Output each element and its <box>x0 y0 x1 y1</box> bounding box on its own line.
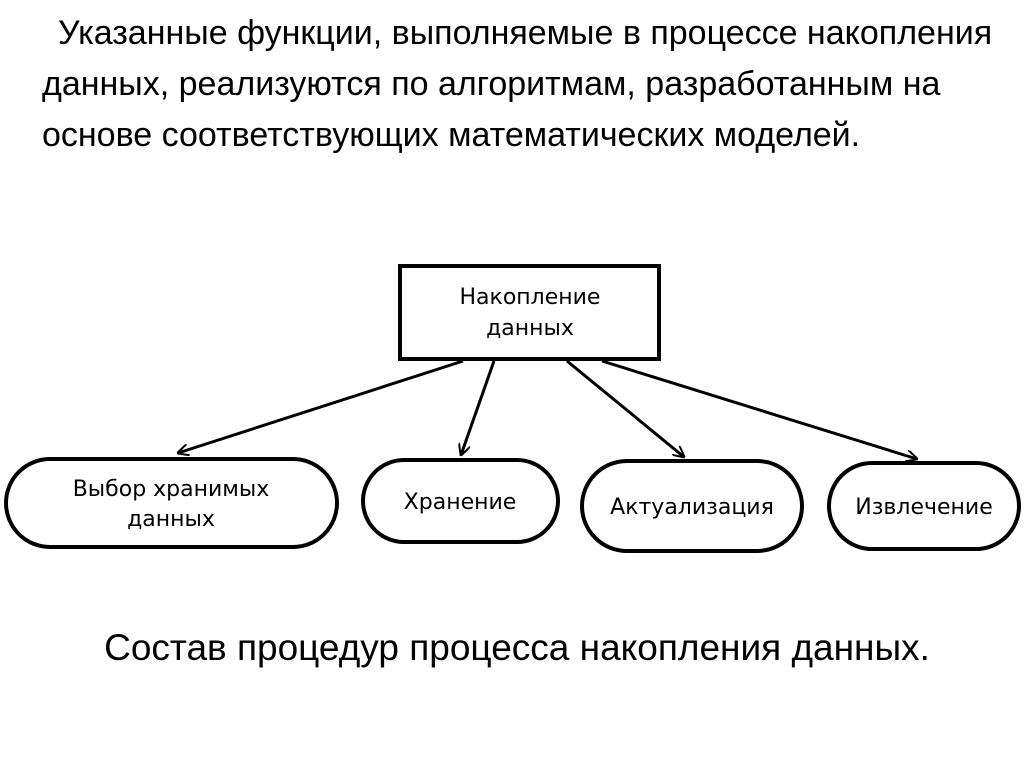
node-storage: Хранение <box>361 458 560 544</box>
node-storage-shape <box>361 458 560 544</box>
arrow-to-selection <box>178 359 464 453</box>
node-selection: Выбор хранимых данных <box>4 457 339 549</box>
root-label-line1: Накопление <box>460 285 601 310</box>
node-update: Актуализация <box>580 459 804 553</box>
arrow-to-retrieval <box>601 359 917 459</box>
diagram-caption: Состав процедур процесса накопления данн… <box>104 627 930 668</box>
node-retrieval: Извлечение <box>827 461 1021 551</box>
node-retrieval-label: Извлечение <box>855 495 992 520</box>
node-update-shape <box>580 459 804 553</box>
node-update-label: Актуализация <box>610 495 774 520</box>
node-retrieval-shape <box>827 461 1021 551</box>
node-selection-label-line2: данных <box>127 507 215 532</box>
root-box <box>398 264 661 361</box>
root-node: Накопление данных <box>398 264 661 361</box>
node-storage-label: Хранение <box>404 490 517 515</box>
root-label-line2: данных <box>486 316 574 341</box>
arrow-to-storage <box>461 360 496 455</box>
intro-paragraph: Указанные функции, выполняемые в процесс… <box>42 14 993 154</box>
node-selection-label-line1: Выбор хранимых <box>73 477 270 502</box>
node-selection-shape <box>4 457 339 549</box>
arrow-to-update <box>566 359 684 457</box>
